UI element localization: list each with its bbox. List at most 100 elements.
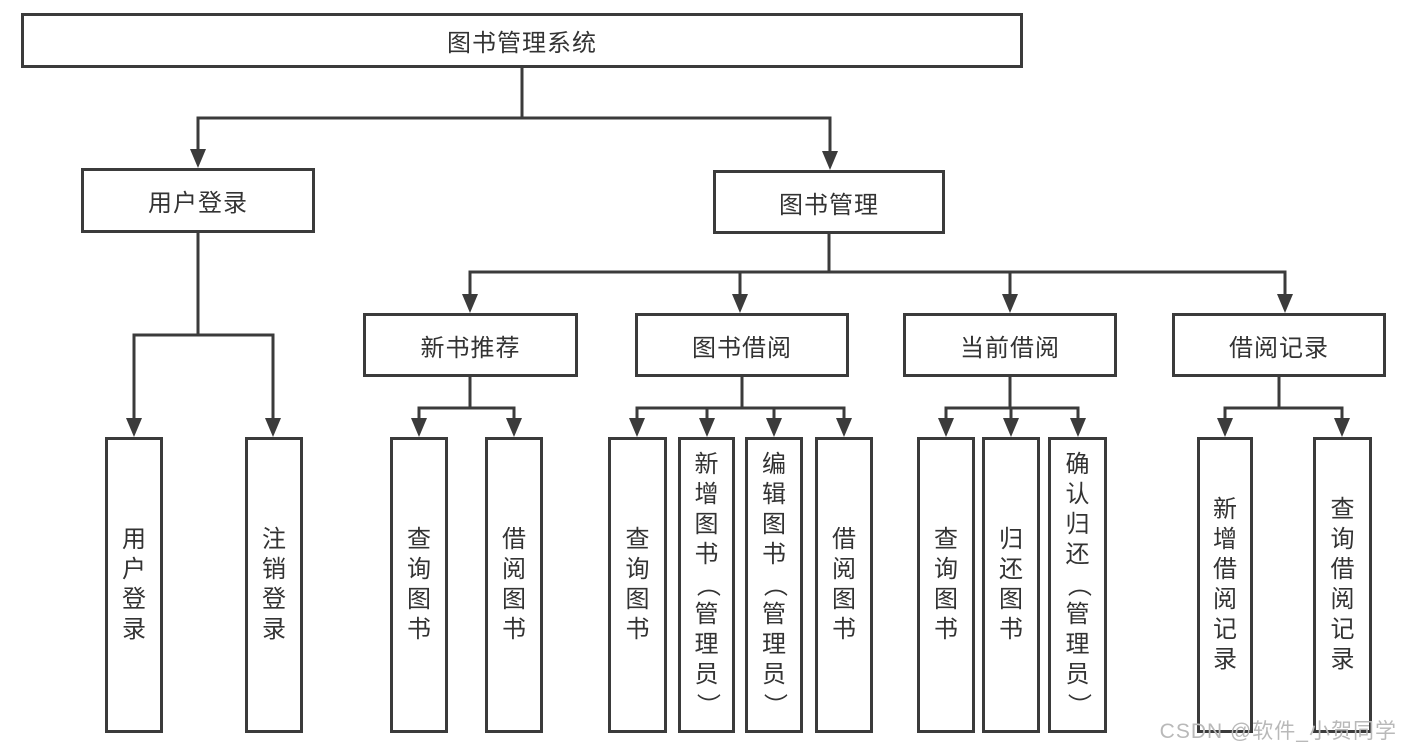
- vertical-char: 查: [407, 526, 431, 553]
- vertical-char: 辑: [762, 481, 786, 508]
- vertical-char: 记: [1213, 616, 1237, 643]
- vertical-char: 理: [1065, 631, 1090, 658]
- vertical-char: 管: [1065, 601, 1090, 628]
- vertical-char: 登: [122, 586, 146, 613]
- vertical-char: 询: [625, 556, 650, 583]
- leaf-confirm-return-admin: 确认归还 （ 管理员 ）: [1048, 437, 1107, 733]
- vertical-char: 录: [1213, 646, 1237, 673]
- node-book-management: 图书管理: [713, 170, 945, 234]
- vertical-char: 书: [694, 541, 719, 568]
- vertical-char: 员: [762, 661, 786, 688]
- leaf-return-book: 归还图书: [982, 437, 1040, 733]
- vertical-char: 图: [502, 586, 526, 613]
- vertical-char: 注: [262, 526, 286, 553]
- connector-lines: [126, 66, 1350, 437]
- arrowhead-icon: [1334, 418, 1350, 437]
- vertical-char: 登: [262, 586, 286, 613]
- node-library-system: 图书管理系统: [21, 13, 1023, 68]
- vertical-char: 询: [934, 556, 958, 583]
- vertical-char: 书: [762, 541, 786, 568]
- vertical-char: 还: [999, 556, 1023, 583]
- node-borrow-records: 借阅记录: [1172, 313, 1386, 377]
- vertical-char: ）: [693, 693, 721, 717]
- vertical-char: 书: [502, 616, 526, 643]
- leaf-query-books-recommend: 查询图书: [390, 437, 448, 733]
- arrowhead-icon: [938, 418, 954, 437]
- vertical-char: 理: [694, 631, 719, 658]
- vertical-char: 询: [407, 556, 431, 583]
- vertical-char: 书: [407, 616, 431, 643]
- arrowhead-icon: [190, 149, 206, 168]
- leaf-edit-book-admin: 编辑图书（管理员）: [745, 437, 803, 733]
- vertical-char: 还: [1065, 541, 1090, 568]
- arrowhead-icon: [836, 418, 852, 437]
- arrowhead-icon: [732, 294, 748, 313]
- vertical-char: 书: [999, 616, 1023, 643]
- arrowhead-icon: [1217, 418, 1233, 437]
- vertical-char: 阅: [1213, 586, 1237, 613]
- vertical-char: 录: [1330, 646, 1355, 673]
- vertical-char: 阅: [1330, 586, 1355, 613]
- leaf-add-borrow-record: 新增借阅记录: [1197, 437, 1253, 733]
- vertical-char: 增: [694, 481, 719, 508]
- arrowhead-icon: [1277, 294, 1293, 313]
- vertical-char: 新: [1213, 496, 1237, 523]
- vertical-char: 理: [762, 631, 786, 658]
- vertical-char: 图: [407, 586, 431, 613]
- leaf-query-books-current: 查询图书: [917, 437, 975, 733]
- arrowhead-icon: [1070, 418, 1086, 437]
- vertical-char: 查: [1330, 496, 1355, 523]
- vertical-char: 借: [1213, 556, 1237, 583]
- vertical-char: （: [1064, 573, 1092, 597]
- vertical-char: 增: [1213, 526, 1237, 553]
- arrowhead-icon: [629, 418, 645, 437]
- vertical-char: 查: [625, 526, 650, 553]
- leaf-borrow-books-borrow: 借阅图书: [815, 437, 873, 733]
- node-new-book-recommend: 新书推荐: [363, 313, 578, 377]
- arrowhead-icon: [462, 294, 478, 313]
- vertical-char: 录: [262, 616, 286, 643]
- arrowhead-icon: [822, 151, 838, 170]
- vertical-char: 认: [1065, 481, 1090, 508]
- vertical-char: （: [761, 573, 788, 597]
- vertical-char: 员: [694, 661, 719, 688]
- vertical-char: 销: [262, 556, 286, 583]
- vertical-char: 用: [122, 526, 146, 553]
- vertical-char: 图: [762, 511, 786, 538]
- vertical-char: 阅: [832, 556, 856, 583]
- arrowhead-icon: [699, 418, 715, 437]
- arrowhead-icon: [1003, 418, 1019, 437]
- leaf-query-books-borrow: 查询图书: [608, 437, 667, 733]
- vertical-char: 借: [1330, 556, 1355, 583]
- vertical-char: 图: [999, 586, 1023, 613]
- vertical-char: 记: [1330, 616, 1355, 643]
- vertical-char: 编: [762, 451, 786, 478]
- vertical-char: 确: [1065, 451, 1090, 478]
- vertical-char: （: [693, 573, 721, 597]
- vertical-char: 询: [1330, 526, 1355, 553]
- arrowhead-icon: [1002, 294, 1018, 313]
- arrowhead-icon: [126, 418, 142, 437]
- vertical-char: 书: [832, 616, 856, 643]
- vertical-char: 图: [694, 511, 719, 538]
- vertical-char: 归: [999, 526, 1023, 553]
- arrowhead-icon: [766, 418, 782, 437]
- node-current-borrow: 当前借阅: [903, 313, 1117, 377]
- vertical-char: ）: [1064, 693, 1092, 717]
- vertical-char: 书: [625, 616, 650, 643]
- vertical-char: 录: [122, 616, 146, 643]
- vertical-char: 借: [502, 526, 526, 553]
- vertical-char: 图: [625, 586, 650, 613]
- vertical-char: 书: [934, 616, 958, 643]
- arrowhead-icon: [411, 418, 427, 437]
- vertical-char: 归: [1065, 511, 1090, 538]
- leaf-query-borrow-record: 查询借阅记录: [1313, 437, 1372, 733]
- vertical-char: 新: [694, 451, 719, 478]
- vertical-char: 管: [694, 601, 719, 628]
- vertical-char: 员: [1065, 661, 1090, 688]
- vertical-char: 管: [762, 601, 786, 628]
- leaf-logout: 注销登录: [245, 437, 303, 733]
- leaf-add-book-admin: 新增图书 （ 管理员 ）: [678, 437, 735, 733]
